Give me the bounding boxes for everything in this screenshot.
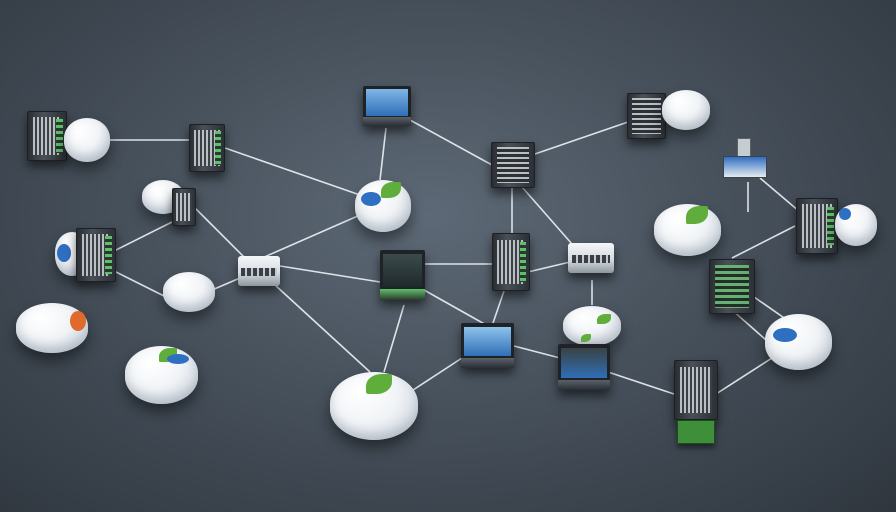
workstation-icon: [721, 138, 767, 184]
network-link: [607, 371, 675, 395]
network-link: [111, 269, 169, 299]
server-rack-icon: [76, 228, 116, 282]
cloud-icon: [662, 90, 710, 130]
cloud-icon: [64, 118, 110, 162]
cloud-icon: [563, 306, 621, 346]
server-rack-icon: [709, 259, 755, 314]
server-rack-icon: [492, 233, 530, 291]
network-link: [224, 147, 361, 196]
network-link: [383, 304, 405, 373]
server-rack-icon: [796, 198, 838, 254]
network-link: [279, 265, 381, 283]
cloud-icon: [835, 204, 877, 246]
cloud-icon: [765, 314, 832, 370]
server-rack-icon: [27, 111, 67, 161]
server-rack-icon: [627, 93, 666, 139]
network-link: [423, 289, 489, 327]
cloud-icon: [654, 204, 721, 256]
network-link: [715, 357, 773, 395]
cloud-icon: [355, 180, 411, 232]
monitor-icon: [558, 344, 610, 390]
server-rack-icon: [189, 124, 225, 172]
network-link: [194, 207, 246, 259]
network-link: [759, 177, 801, 213]
network-link: [261, 214, 361, 259]
network-link: [491, 287, 506, 327]
network-link: [111, 221, 173, 253]
network-link: [527, 261, 571, 273]
network-link: [731, 225, 796, 259]
network-link: [531, 121, 629, 156]
cloud-icon: [16, 303, 88, 353]
network-link: [731, 309, 767, 341]
network-link: [274, 284, 371, 373]
server-rack-icon: [674, 360, 718, 420]
cloud-icon: [125, 346, 198, 404]
server-screen-icon: [380, 250, 425, 300]
circuit-board-icon: [677, 420, 715, 444]
cloud-icon: [163, 272, 215, 312]
network-link: [379, 127, 387, 181]
monitor-icon: [363, 86, 411, 126]
network-link: [211, 277, 241, 291]
network-link: [521, 186, 573, 245]
server-rack-icon: [172, 188, 196, 226]
network-switch-icon: [238, 256, 280, 286]
monitor-icon: [461, 323, 514, 368]
network-switch-icon: [568, 243, 614, 273]
network-link: [409, 119, 493, 166]
network-link: [409, 357, 463, 393]
network-link: [513, 345, 561, 359]
cloud-icon: [330, 372, 418, 440]
server-rack-icon: [491, 142, 535, 188]
